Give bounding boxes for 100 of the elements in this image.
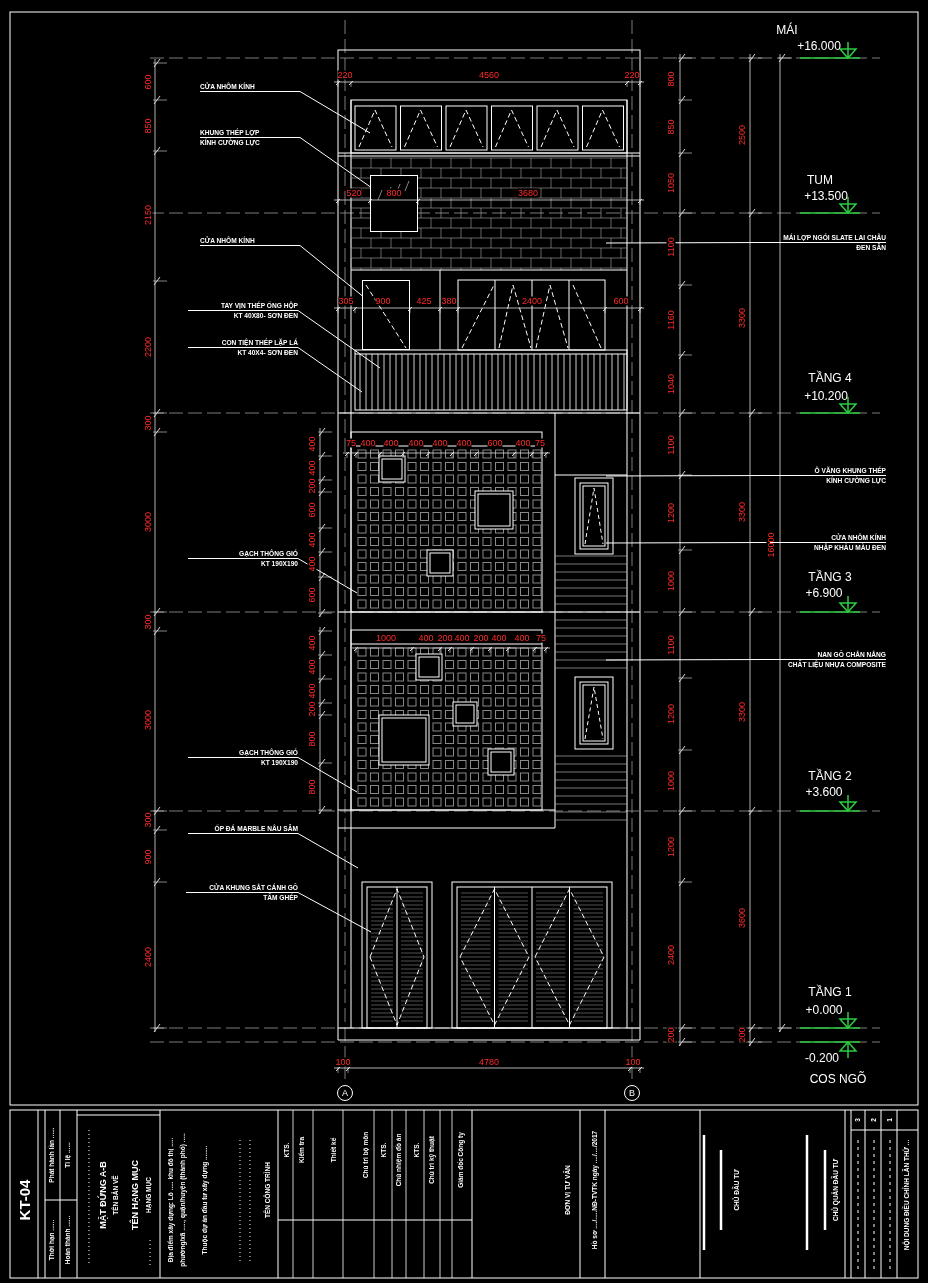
dimension-value: 1160 [666, 310, 676, 330]
dimension-value: 1000 [376, 633, 396, 643]
dimension-value: 600 [307, 502, 317, 518]
dimension-value: 1200 [666, 503, 676, 523]
grid-axis-bubble: B [624, 1085, 640, 1101]
leader-line [605, 475, 771, 477]
dimension-value: 200 [473, 633, 489, 643]
leader-line [297, 310, 381, 369]
dimension-value: 800 [307, 731, 317, 747]
dimension-value: 400 [307, 532, 317, 548]
dimension-value: 400 [456, 438, 472, 448]
leader-line [605, 242, 771, 244]
dimension-value: 1000 [666, 571, 676, 591]
level-label: +13.500 [804, 190, 848, 202]
dimension-value: 400 [454, 633, 470, 643]
dimension-value: 200 [437, 633, 453, 643]
window-frame [370, 175, 418, 232]
dimension-value: 2200 [143, 337, 153, 357]
dimension-value: 2150 [143, 205, 153, 225]
dimension-value: 100 [625, 1057, 641, 1067]
dimension-value: 400 [360, 438, 376, 448]
dimension-value: 900 [375, 296, 391, 306]
dimension-value: 2500 [737, 125, 747, 145]
door-frame [362, 280, 410, 350]
dimension-value: 400 [307, 436, 317, 452]
dimension-value: 4780 [479, 1057, 499, 1067]
dimension-value: 400 [408, 438, 424, 448]
dimension-value: 400 [418, 633, 434, 643]
leader-line [297, 833, 359, 869]
dimension-value: 305 [338, 296, 354, 306]
leader-line [605, 659, 771, 661]
title-block-heading: TÊN HẠNG MỤC [130, 1160, 140, 1230]
dimension-value: 400 [307, 659, 317, 675]
level-label: +0.000 [805, 1004, 843, 1016]
dimension-value: 1040 [666, 374, 676, 394]
dimension-value: 1100 [666, 237, 676, 257]
dimension-value: 850 [143, 118, 153, 134]
dimension-value: 400 [307, 635, 317, 651]
leader-line [299, 137, 371, 188]
dimension-value: 600 [487, 438, 503, 448]
dimension-value: 1100 [666, 435, 676, 455]
dimension-value: 400 [432, 438, 448, 448]
level-label: TẦNG 2 [808, 770, 852, 782]
leader-line [297, 757, 358, 793]
dimension-value: 600 [143, 74, 153, 90]
dimension-value: 200 [666, 1027, 676, 1043]
dimension-value: 2400 [522, 296, 542, 306]
leader-line [297, 347, 363, 393]
leader-line [299, 91, 371, 134]
dimension-value: 3000 [143, 512, 153, 532]
level-label: +16.000 [797, 40, 841, 52]
dimension-value: 600 [307, 587, 317, 603]
level-label: +6.900 [805, 587, 843, 599]
level-label: COS NGÕ [809, 1073, 867, 1085]
dimension-value: 380 [441, 296, 457, 306]
dimension-value: 300 [143, 415, 153, 431]
dimension-value: 400 [307, 460, 317, 476]
dimension-value: 220 [624, 70, 640, 80]
dimension-value: 200 [737, 1027, 747, 1043]
dimension-value: 400 [515, 438, 531, 448]
dimension-value: 3300 [737, 702, 747, 722]
dimension-value: 3300 [737, 502, 747, 522]
dimension-value: 2400 [666, 945, 676, 965]
dimension-value: 800 [307, 779, 317, 795]
level-label: +3.600 [805, 786, 843, 798]
title-block-heading: MẶT ĐỨNG A-B [98, 1161, 108, 1229]
dimension-value: 75 [346, 438, 356, 448]
drawing-number: KT-04 [16, 1179, 32, 1221]
dimension-value: 600 [613, 296, 629, 306]
dimension-value: 2400 [143, 947, 153, 967]
dimension-value: 400 [514, 633, 530, 643]
level-label: +10.200 [804, 390, 848, 402]
dimension-value: 16000 [766, 532, 776, 558]
level-label: TẦNG 1 [808, 986, 852, 998]
level-label: -0.200 [805, 1052, 839, 1064]
dimension-value: 3300 [737, 308, 747, 328]
dimension-value: 1000 [666, 771, 676, 791]
level-label: TẦNG 3 [808, 571, 852, 583]
dimension-value: 300 [143, 812, 153, 828]
dimension-value: 300 [143, 614, 153, 630]
dimension-value: 1100 [666, 635, 676, 655]
dimension-value: 800 [666, 71, 676, 87]
dimension-value: 800 [386, 188, 402, 198]
dimension-value: 400 [307, 683, 317, 699]
level-label: MÁI [776, 24, 798, 36]
dimension-value: 200 [307, 701, 317, 717]
dimension-value: 1200 [666, 837, 676, 857]
dimension-value: 100 [335, 1057, 351, 1067]
dimension-value: 75 [536, 633, 546, 643]
leader-line [299, 245, 363, 297]
dimension-value: 4560 [479, 70, 499, 80]
grid-axis-bubble: A [337, 1085, 353, 1101]
leader-line [297, 558, 358, 594]
dimension-value: 850 [666, 119, 676, 135]
dimension-value: 400 [491, 633, 507, 643]
dimension-value: 75 [535, 438, 545, 448]
dimension-value: 520 [346, 188, 362, 198]
dimension-value: 900 [143, 849, 153, 865]
dimension-value: 3000 [143, 710, 153, 730]
dimension-value: 3680 [518, 188, 538, 198]
